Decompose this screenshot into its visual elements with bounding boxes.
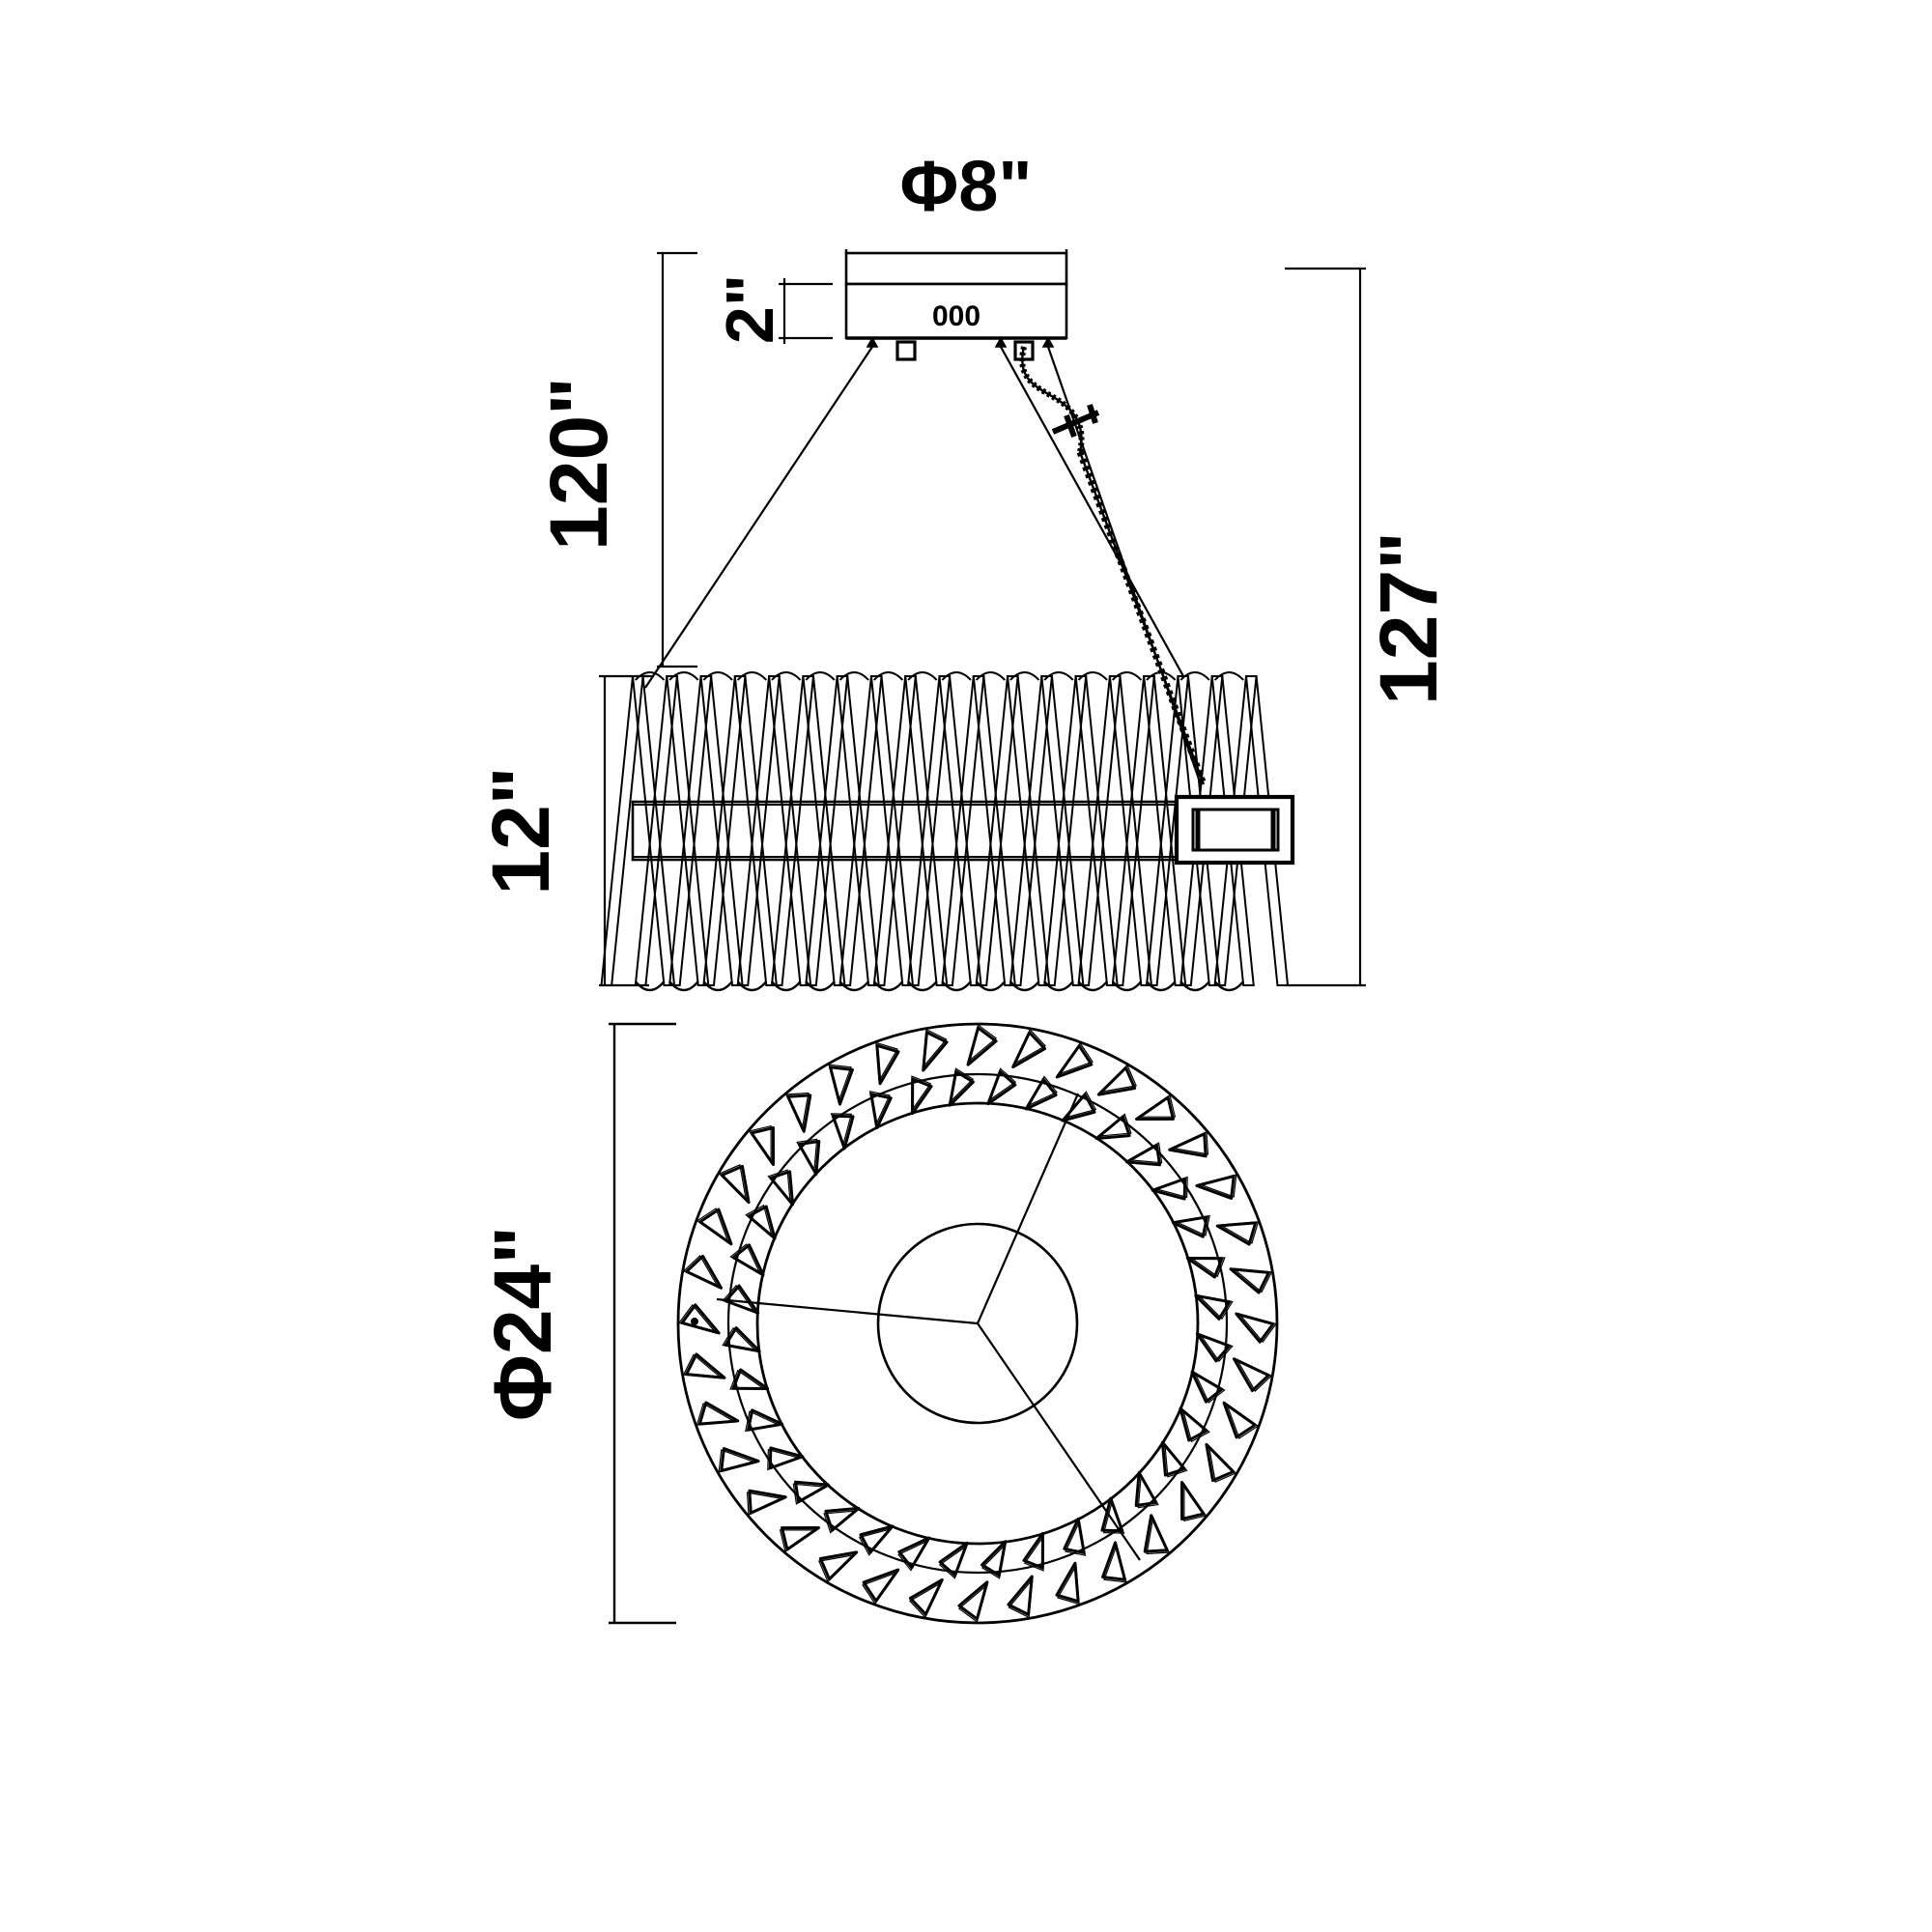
plan-crystal-wedges [678, 1024, 1277, 1623]
power-cord [1019, 346, 1208, 786]
dimension-label-suspension-drop: 120" [533, 377, 624, 551]
suspension-cables [644, 346, 1203, 785]
plan-radial-leaders [716, 1093, 1141, 1561]
cable-gripper [1051, 404, 1100, 439]
dimension-shade-diameter: Φ24" [477, 1022, 676, 1625]
elevation-view: Φ8" 000 [475, 146, 1454, 992]
side-mounting-bracket [1174, 794, 1295, 866]
plan-band-inner-circle [755, 1101, 1200, 1546]
dimension-suspension-drop: 120" [533, 251, 697, 668]
plan-view: Φ24" [477, 1022, 1279, 1625]
plan-reference-dot [691, 1318, 698, 1325]
plan-mid-circle [726, 1072, 1229, 1575]
dimension-shade-height: 12" [475, 674, 649, 987]
dimension-canopy-diameter: Φ8" [844, 146, 1068, 253]
dimension-label-canopy-diameter: Φ8" [900, 146, 1033, 226]
plan-center-circle [876, 1222, 1079, 1425]
dimension-canopy-height: 2" [712, 274, 833, 344]
plan-outer-circle [676, 1022, 1279, 1625]
canopy-detail-marking: 000 [932, 300, 980, 332]
dimension-label-canopy-height: 2" [712, 274, 787, 344]
dimension-label-shade-diameter: Φ24" [477, 1226, 568, 1421]
dimension-label-overall-height: 127" [1363, 531, 1454, 705]
canopy: 000 [844, 251, 1068, 361]
dimension-label-shade-height: 12" [475, 766, 566, 895]
dimension-overall-height: 127" [1285, 267, 1454, 987]
